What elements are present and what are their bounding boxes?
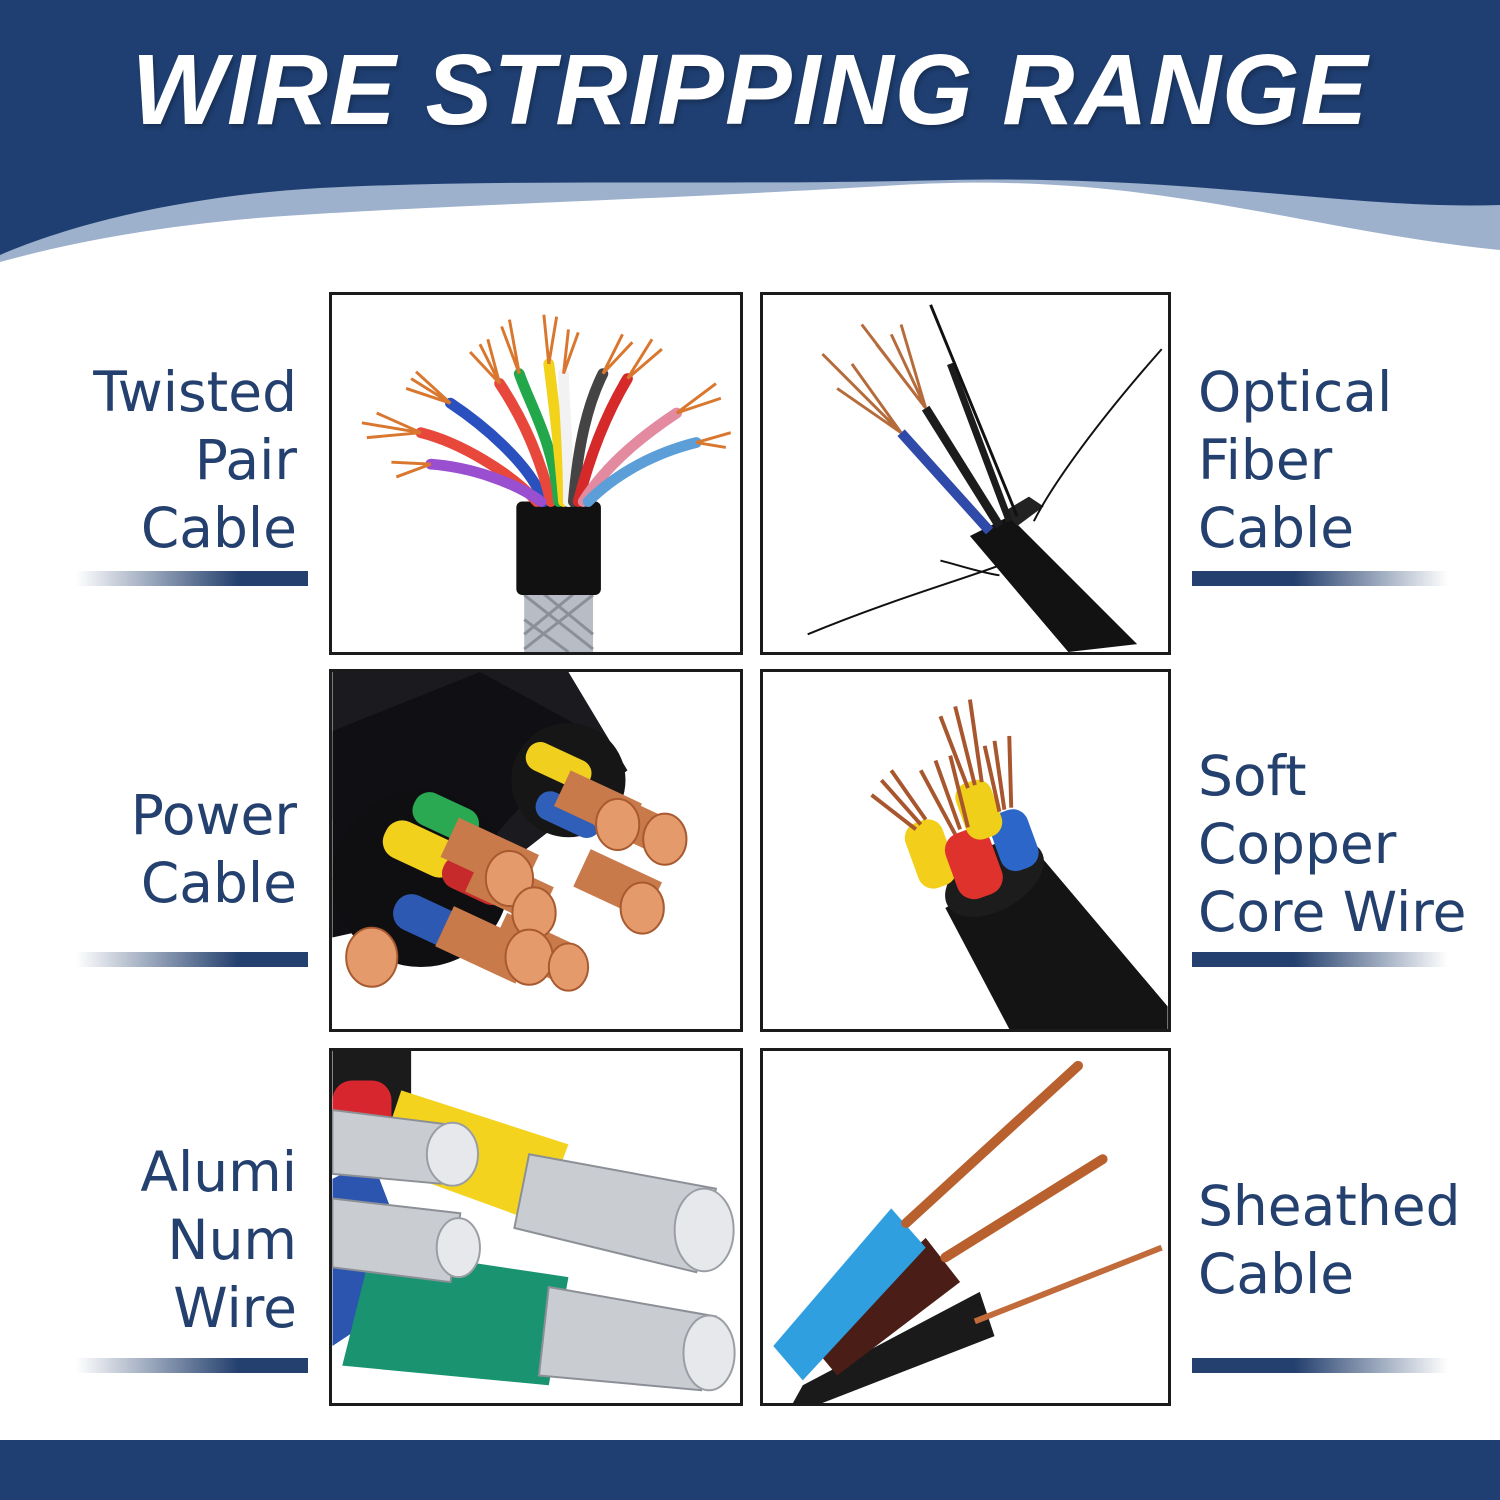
image-power-cable <box>329 669 743 1032</box>
image-soft-copper-core-wire <box>760 669 1171 1032</box>
label-line: Wire <box>173 1276 297 1340</box>
label-line: Cable <box>140 851 297 915</box>
label-underline-bar <box>76 571 308 586</box>
label-line: Copper <box>1198 812 1397 876</box>
label-line: Sheathed <box>1198 1174 1461 1238</box>
label-sheathed-cable: Sheathed Cable <box>1198 1172 1461 1308</box>
page-title: WIRE STRIPPING RANGE <box>131 34 1369 146</box>
label-underline-bar <box>1192 952 1448 967</box>
aluminum-wire-illustration <box>332 1051 736 1392</box>
label-line: Cable <box>1198 496 1355 560</box>
label-line: Alumi <box>140 1140 297 1204</box>
label-line: Twisted <box>93 360 297 424</box>
label-line: Num <box>167 1208 297 1272</box>
label-underline-bar <box>76 952 308 967</box>
label-soft-copper-core-wire: Soft Copper Core Wire <box>1198 742 1466 946</box>
label-line: Power <box>130 783 297 847</box>
label-twisted-pair-cable: Twisted Pair Cable <box>93 358 297 562</box>
soft-copper-core-wire-illustration <box>870 699 1168 1029</box>
label-underline-bar <box>76 1358 308 1373</box>
twisted-pair-cable-illustration <box>361 314 732 652</box>
label-underline-bar <box>1192 571 1448 586</box>
wave-background <box>0 0 1500 262</box>
label-line: Soft <box>1198 744 1307 808</box>
sheathed-cable-illustration <box>773 1060 1163 1403</box>
label-line: Core Wire <box>1198 880 1467 944</box>
optical-fiber-cable-illustration <box>807 304 1163 652</box>
label-optical-fiber-cable: Optical Fiber Cable <box>1198 358 1392 562</box>
label-line: Fiber <box>1198 428 1333 492</box>
header-banner: WIRE STRIPPING RANGE <box>0 0 1500 300</box>
image-aluminum-wire <box>329 1048 743 1406</box>
label-underline-bar <box>1192 1358 1448 1373</box>
image-twisted-pair-cable <box>329 292 743 655</box>
label-power-cable: Power Cable <box>131 781 297 917</box>
image-sheathed-cable <box>760 1048 1171 1406</box>
image-optical-fiber-cable <box>760 292 1171 655</box>
label-line: Pair <box>194 428 297 492</box>
label-line: Cable <box>1198 1242 1355 1306</box>
footer-band <box>0 1440 1500 1500</box>
power-cable-illustration <box>332 672 688 992</box>
label-aluminum-wire: Alumi Num Wire <box>140 1138 297 1342</box>
label-line: Cable <box>140 496 297 560</box>
label-line: Optical <box>1198 360 1393 424</box>
